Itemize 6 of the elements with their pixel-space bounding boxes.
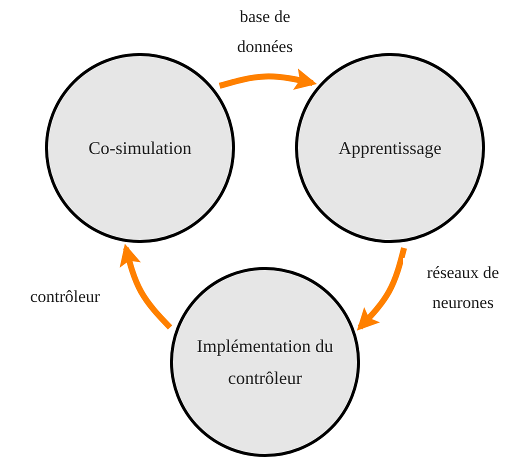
node-label: Co-simulation xyxy=(88,137,192,160)
arrow xyxy=(120,244,172,330)
node-label: Apprentissage xyxy=(338,137,442,160)
node-label: Implémentation du contrôleur xyxy=(196,335,334,390)
arrow xyxy=(218,68,317,90)
arrow xyxy=(356,247,407,331)
